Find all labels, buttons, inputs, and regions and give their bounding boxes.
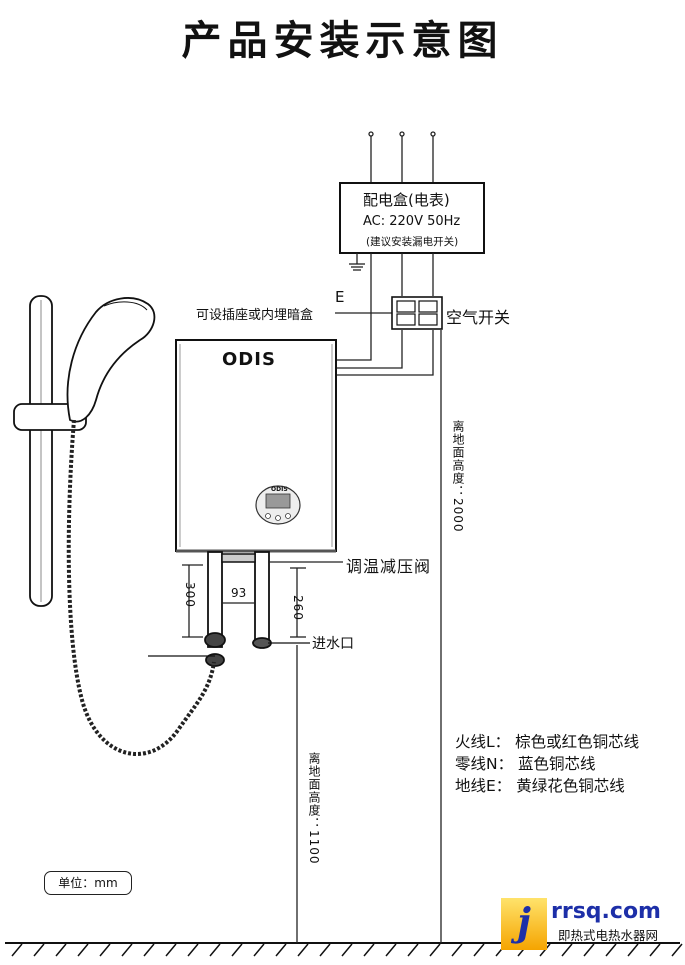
dim-93-label: 93 bbox=[231, 586, 247, 600]
shower-slide-bar bbox=[13, 295, 87, 607]
dim-260-label: 260 bbox=[291, 595, 305, 621]
distribution-box bbox=[339, 182, 485, 254]
air-switch-label: 空气开关 bbox=[446, 308, 511, 327]
wiring-legend: 火线L： 棕色或红色铜芯线 零线N： 蓝色铜芯线 地线E： 黄绿花色铜芯线 bbox=[455, 731, 639, 797]
water-heater bbox=[175, 339, 337, 553]
ground-hatch-mark bbox=[451, 943, 463, 957]
ground-hatch-mark bbox=[275, 943, 287, 957]
ground-hatch-mark bbox=[231, 943, 243, 957]
air-switch bbox=[391, 296, 443, 330]
control-panel bbox=[255, 485, 301, 525]
ground-hatch-mark bbox=[11, 943, 23, 957]
shower-hose bbox=[66, 419, 216, 756]
ground-hatch-mark bbox=[539, 943, 551, 957]
dim-300-label: 300 bbox=[183, 582, 197, 608]
ground-hatch-mark bbox=[407, 943, 419, 957]
legend-neutral-wire: 零线N： 蓝色铜芯线 bbox=[455, 755, 596, 773]
ground-hatch-mark bbox=[297, 943, 309, 957]
heater-brand: ODIS bbox=[222, 349, 276, 370]
ground-hatch-mark bbox=[187, 943, 199, 957]
distribution-box-note: (建议安装漏电开关) bbox=[366, 236, 459, 248]
supply-wires bbox=[368, 131, 436, 183]
watermark-domain: rrsq.com bbox=[551, 899, 661, 924]
legend-earth-wire: 地线E： 黄绿花色铜芯线 bbox=[455, 777, 625, 795]
distribution-box-title: 配电盒(电表) bbox=[363, 191, 450, 209]
pipes bbox=[148, 551, 310, 667]
ground-hatch-mark bbox=[627, 943, 639, 957]
display-brand: ODIS bbox=[271, 486, 288, 493]
watermark-slogan: 即热式电热水器网 bbox=[558, 928, 659, 943]
ground-hatch-mark bbox=[209, 943, 221, 957]
distribution-box-spec: AC: 220V 50Hz bbox=[363, 214, 461, 229]
ground-symbol bbox=[349, 253, 365, 271]
ground-hatch-mark bbox=[165, 943, 177, 957]
ground-hatch-mark bbox=[605, 943, 617, 957]
ground-hatch-mark bbox=[253, 943, 265, 957]
ground-hatch-mark bbox=[99, 943, 111, 957]
ground-line bbox=[5, 942, 683, 957]
socket-label: 可设插座或内埋暗盒 bbox=[196, 308, 314, 323]
height-1100-label: 离地面高度：1100 bbox=[307, 752, 321, 865]
ground-hatch-mark bbox=[671, 943, 683, 957]
unit-label: 单位：mm bbox=[44, 871, 132, 895]
ground-hatch-mark bbox=[121, 943, 133, 957]
ground-hatch-mark bbox=[561, 943, 573, 957]
ground-label: E bbox=[335, 288, 345, 306]
watermark-logo-icon: j bbox=[501, 898, 547, 950]
ground-hatch-mark bbox=[429, 943, 441, 957]
ground-hatch-mark bbox=[341, 943, 353, 957]
inlet-label: 进水口 bbox=[312, 636, 354, 652]
ground-hatch-mark bbox=[649, 943, 661, 957]
dim-300 bbox=[182, 564, 203, 638]
page-title: 产品安装示意图 bbox=[181, 18, 504, 64]
ground-hatch-mark bbox=[473, 943, 485, 957]
ground-hatch-mark bbox=[33, 943, 45, 957]
ground-hatch-mark bbox=[55, 943, 67, 957]
height-2000-label: 离地面高度：2000 bbox=[451, 420, 465, 533]
ground-hatch-mark bbox=[77, 943, 89, 957]
ground-hatch-mark bbox=[363, 943, 375, 957]
ground-hatch-mark bbox=[143, 943, 155, 957]
ground-hatch-mark bbox=[583, 943, 595, 957]
legend-live-wire: 火线L： 棕色或红色铜芯线 bbox=[455, 733, 640, 751]
shower-head bbox=[66, 297, 156, 423]
ground-hatch-mark bbox=[385, 943, 397, 957]
dim-260 bbox=[290, 567, 306, 638]
wiring bbox=[335, 253, 434, 376]
ground-hatch-mark bbox=[319, 943, 331, 957]
valve-label: 调温减压阀 bbox=[346, 557, 432, 576]
